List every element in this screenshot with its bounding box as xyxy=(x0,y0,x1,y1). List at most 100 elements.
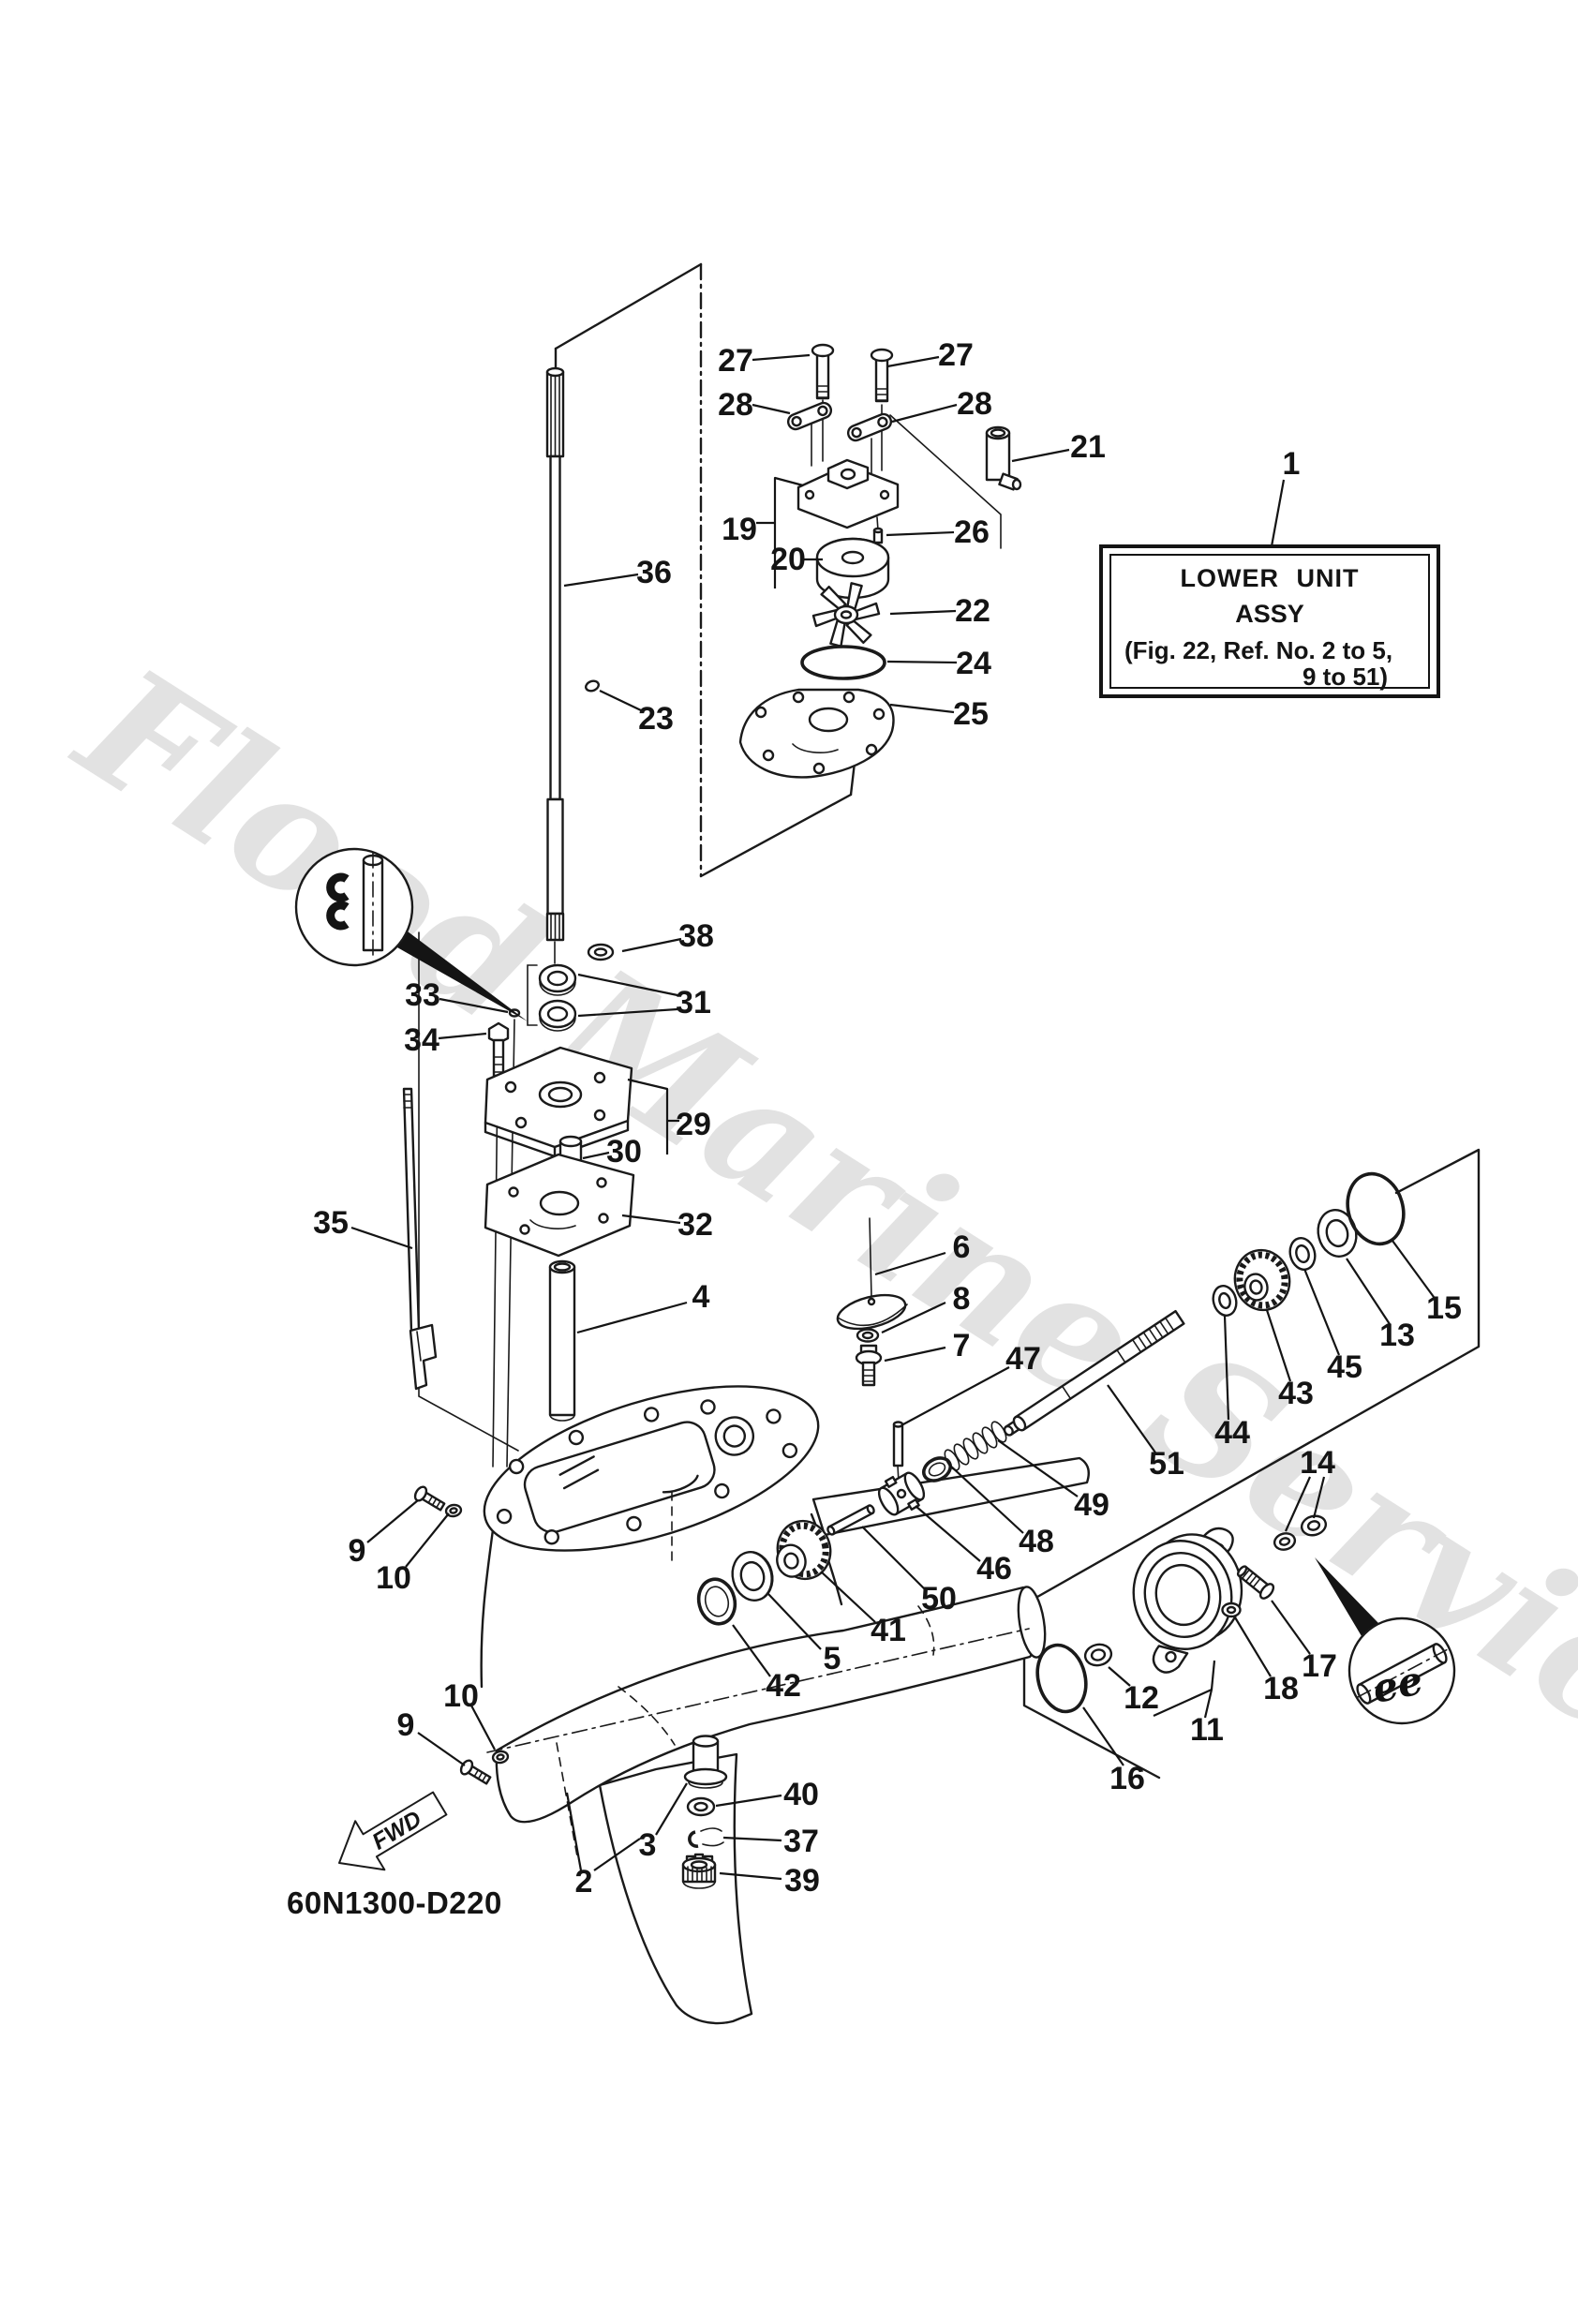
part-label-41: 41 xyxy=(871,1613,906,1648)
link-plate-28-right xyxy=(846,412,893,442)
washer-38 xyxy=(587,943,615,961)
leader-line-43 xyxy=(1265,1309,1292,1382)
part-label-28b: 28 xyxy=(957,386,992,422)
leader-line-15 xyxy=(1392,1240,1435,1298)
impeller-22 xyxy=(811,582,881,648)
washer-8 xyxy=(856,1328,880,1343)
washer-10-upper xyxy=(444,1503,463,1518)
leader-line-2-1 xyxy=(593,1838,641,1871)
shift-pin-50 xyxy=(826,1504,875,1536)
bolt-17 xyxy=(1236,1565,1275,1600)
bolt-27-left xyxy=(811,343,835,400)
bearing-carrier-11 xyxy=(1132,1527,1243,1674)
cap-6 xyxy=(836,1293,908,1331)
magnifier-grease-detail: ee xyxy=(1315,1557,1456,1725)
leader-line-5 xyxy=(767,1593,822,1650)
leader-line-28b xyxy=(891,403,958,424)
leader-line-1 xyxy=(1270,479,1286,547)
leader-line-35 xyxy=(350,1226,413,1250)
leader-line-39 xyxy=(719,1871,782,1881)
leader-line-48 xyxy=(948,1464,1024,1534)
washer-18 xyxy=(1221,1601,1242,1618)
part-label-30: 30 xyxy=(606,1134,642,1169)
forward-gear-41 xyxy=(776,1519,832,1581)
part-label-35: 35 xyxy=(313,1205,349,1241)
part-label-44: 44 xyxy=(1214,1415,1250,1451)
part-label-9a: 9 xyxy=(349,1533,366,1569)
leader-line-30 xyxy=(582,1151,610,1160)
part-label-10a: 10 xyxy=(376,1560,411,1596)
part-label-31: 31 xyxy=(676,985,711,1020)
washer-10-lower xyxy=(491,1750,510,1765)
part-label-46: 46 xyxy=(976,1551,1012,1587)
gearcase-flange xyxy=(483,1385,820,1552)
leader-line-33 xyxy=(439,997,509,1014)
leader-line-46 xyxy=(915,1505,981,1562)
gasket-32 xyxy=(484,1153,635,1258)
leader-line-32 xyxy=(621,1214,681,1225)
part-label-21: 21 xyxy=(1070,429,1106,465)
leader-line-40 xyxy=(715,1794,782,1808)
leader-line-28a xyxy=(752,403,791,415)
leader-line-3 xyxy=(655,1782,688,1836)
part-label-6: 6 xyxy=(953,1229,971,1265)
flange-bolt-holes xyxy=(496,1399,798,1545)
leader-line-8 xyxy=(881,1302,946,1333)
woodruff-key-23 xyxy=(585,679,600,693)
part-label-32: 32 xyxy=(677,1207,713,1243)
leader-line-25 xyxy=(889,703,955,714)
leader-line-9b xyxy=(417,1732,466,1766)
leader-line-12 xyxy=(1108,1666,1131,1687)
oil-seal-42 xyxy=(696,1577,737,1626)
drawing-code: 60N1300-D220 xyxy=(287,1885,502,1920)
part-label-23: 23 xyxy=(638,701,674,737)
washer-45 xyxy=(1288,1237,1317,1271)
washer-44 xyxy=(1212,1285,1238,1317)
leader-line-36 xyxy=(563,573,639,588)
washer-40 xyxy=(686,1796,716,1817)
torpedo-body xyxy=(495,1586,1042,1824)
part-label-10b: 10 xyxy=(443,1678,479,1714)
leader-line-31 xyxy=(577,973,678,997)
part-label-47: 47 xyxy=(1005,1341,1041,1377)
part-label-15: 15 xyxy=(1426,1290,1462,1326)
leader-line-22 xyxy=(889,609,957,616)
leader-line-17 xyxy=(1271,1600,1311,1655)
leader-line-44 xyxy=(1223,1315,1230,1421)
grease-symbol: ee xyxy=(1368,1657,1426,1712)
castle-nut-39 xyxy=(681,1853,717,1889)
part-label-29: 29 xyxy=(676,1107,711,1142)
part-label-9b: 9 xyxy=(397,1707,415,1743)
part-label-1: 1 xyxy=(1283,446,1301,482)
leader-line-2 xyxy=(565,1792,583,1871)
part-label-34: 34 xyxy=(404,1022,439,1058)
leader-line-7 xyxy=(884,1346,946,1363)
box-ref-line1: (Fig. 22, Ref. No. 2 to 5, xyxy=(1124,636,1392,664)
part-label-8: 8 xyxy=(953,1281,971,1317)
part-label-25: 25 xyxy=(953,696,989,732)
leader-line-47 xyxy=(901,1366,1010,1426)
leader-line-31-1 xyxy=(577,1007,678,1018)
part-label-40: 40 xyxy=(783,1777,819,1812)
gear-case-2 xyxy=(480,1385,1090,2025)
leader-line-19-1 xyxy=(773,476,804,588)
shift-rod-35 xyxy=(402,1087,438,1391)
leader-line-26 xyxy=(886,530,955,537)
o-ring-15 xyxy=(1346,1171,1406,1246)
drain-bolt-7 xyxy=(855,1344,883,1387)
leader-line-16 xyxy=(1082,1706,1124,1766)
seal-housing-21 xyxy=(985,425,1022,491)
water-tube-4 xyxy=(548,1259,576,1422)
leader-line-11-1 xyxy=(1210,1660,1216,1691)
part-label-11: 11 xyxy=(1190,1712,1224,1748)
part-label-4: 4 xyxy=(692,1279,710,1315)
part-label-27a: 27 xyxy=(718,343,753,379)
part-label-48: 48 xyxy=(1019,1524,1054,1559)
leader-line-42 xyxy=(732,1624,771,1677)
part-label-20: 20 xyxy=(770,542,806,577)
leader-line-6 xyxy=(874,1251,946,1276)
part-label-19: 19 xyxy=(722,512,757,547)
assembly-label-box: LOWER UNIT ASSY (Fig. 22, Ref. No. 2 to … xyxy=(1099,544,1440,698)
part-label-28a: 28 xyxy=(718,387,753,423)
